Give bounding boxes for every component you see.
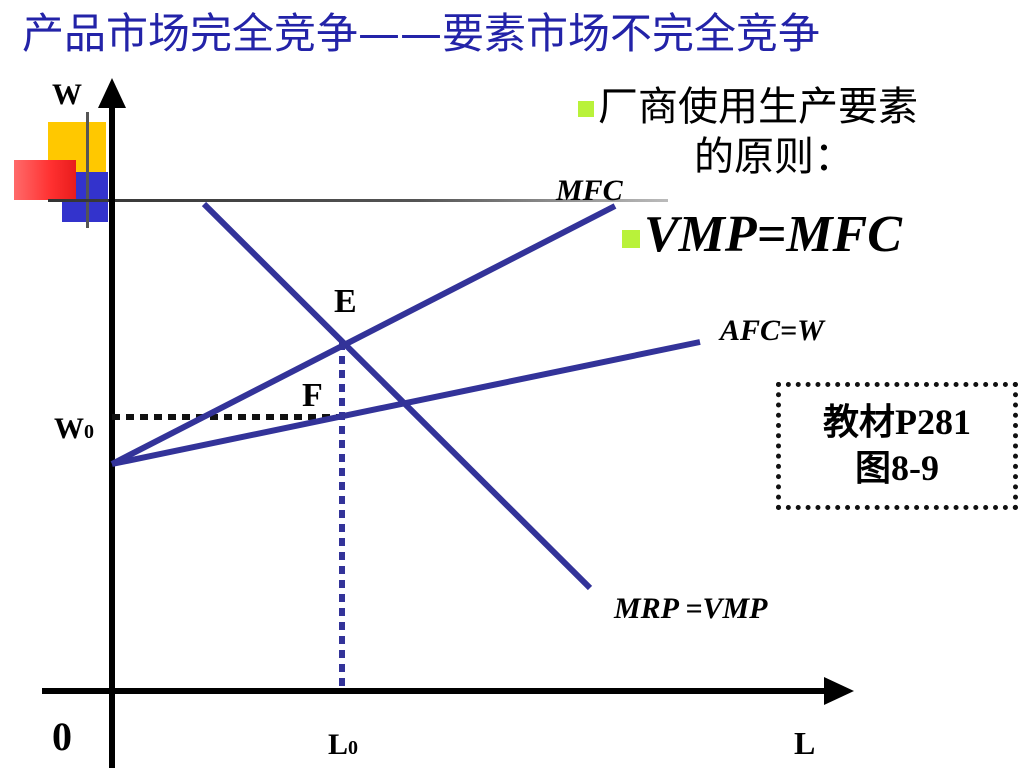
principle-line1: 厂商使用生产要素 — [598, 84, 918, 130]
bullet-icon — [622, 230, 640, 249]
textbook-reference-box: 教材P281 图8-9 — [776, 382, 1018, 510]
x-axis-label: L — [794, 725, 815, 761]
principle-text: 厂商使用生产要素 的原则： — [578, 82, 1018, 182]
decor-red-square — [14, 160, 76, 200]
formula-text: VMP=MFC — [644, 206, 902, 263]
afc-w-curve — [111, 339, 701, 467]
bullet-icon — [578, 101, 594, 117]
reference-line2: 图8-9 — [855, 448, 939, 488]
mrp-vmp-curve — [201, 201, 593, 591]
decor-horizontal-line — [48, 199, 668, 202]
slide-title: 产品市场完全竞争——要素市场不完全竞争 — [22, 9, 821, 58]
point-f-label: F — [302, 377, 323, 414]
reference-line1: 教材P281 — [823, 402, 971, 442]
y-axis-arrowhead — [98, 78, 126, 108]
afc-w-label: AFC=W — [718, 314, 826, 347]
point-e-label: E — [334, 283, 357, 320]
mrp-vmp-label: MRP =VMP — [613, 592, 768, 625]
y-axis-label: W — [52, 78, 82, 111]
principle-line2: 的原则： — [694, 134, 854, 180]
w0-label: W0 — [54, 412, 94, 445]
decor-vertical-line — [86, 112, 89, 228]
mfc-curve — [110, 203, 617, 467]
mfc-label: MFC — [555, 174, 624, 207]
origin-label: 0 — [52, 714, 72, 759]
x-axis-arrowhead — [824, 677, 854, 705]
l0-label: L0 — [328, 728, 358, 761]
principle-formula: VMP=MFC — [622, 200, 902, 270]
